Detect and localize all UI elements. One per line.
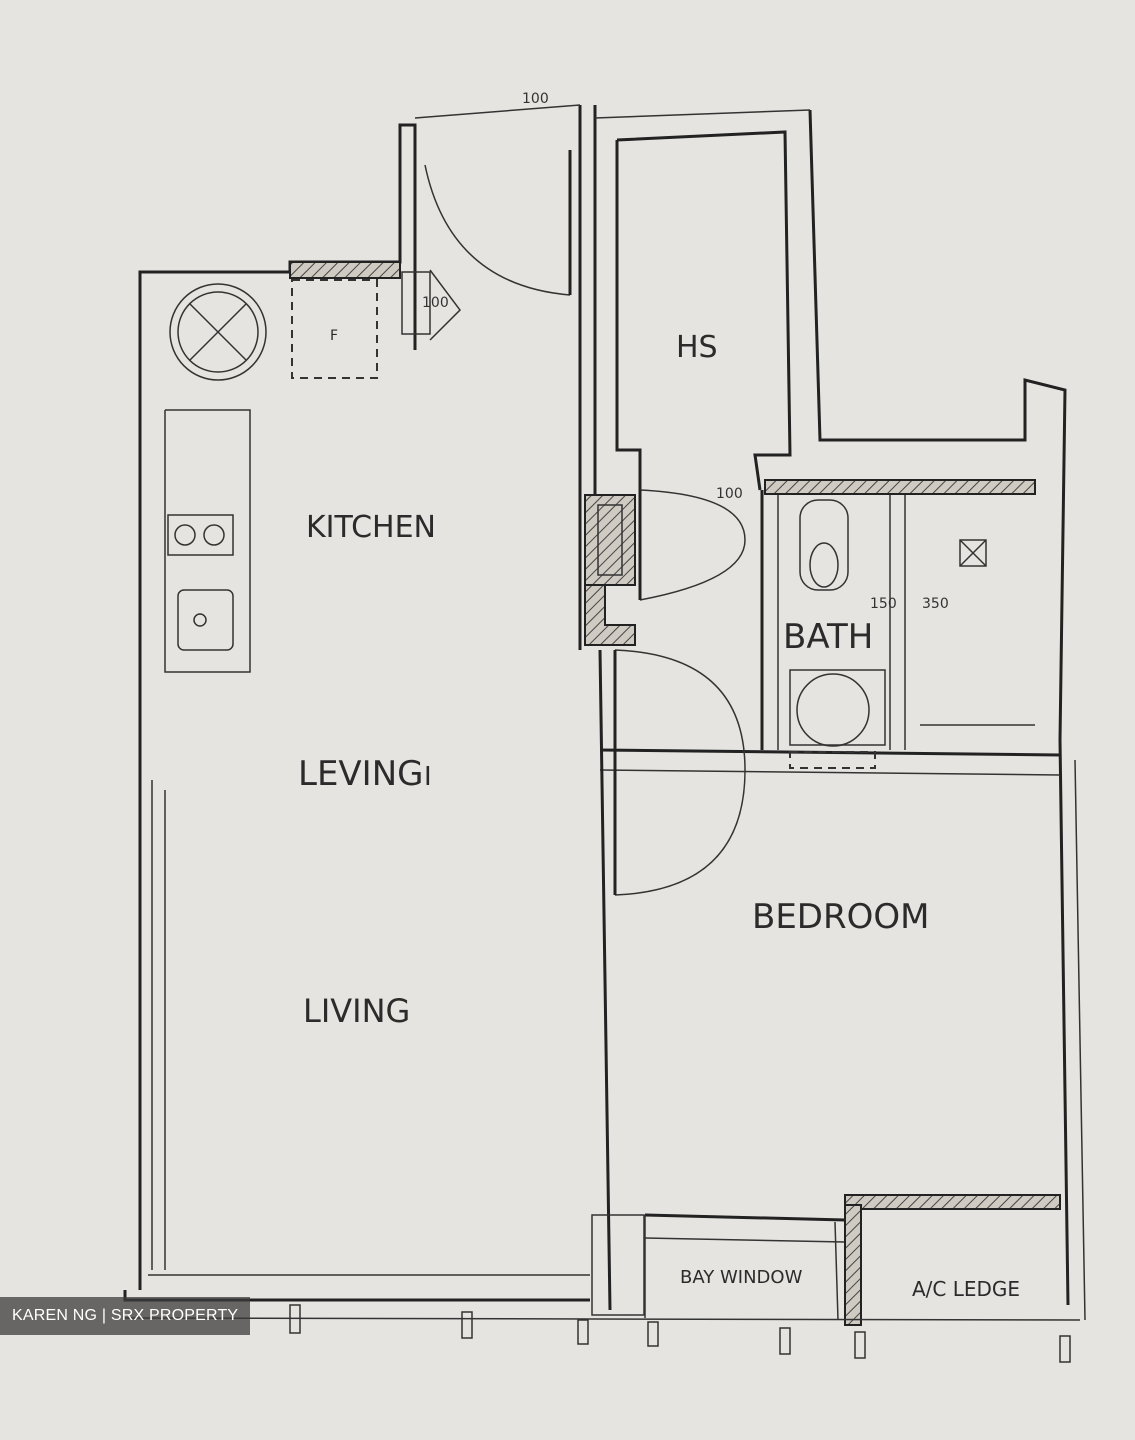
facade <box>124 1304 1081 1363</box>
watermark: KAREN NG | SRX PROPERTY <box>0 1297 251 1335</box>
hs-label: HS <box>676 330 718 365</box>
hs-door <box>638 489 746 601</box>
bay-window-label: BAY WINDOW <box>680 1267 803 1288</box>
partition-wall <box>598 649 612 1311</box>
dim-bath-b: 350 <box>922 596 949 612</box>
outer-walls <box>123 104 1086 1321</box>
hs-room <box>615 130 792 491</box>
living-label: LIVING <box>303 992 410 1030</box>
dim-bath-a: 150 <box>870 596 897 612</box>
kitchen-area <box>151 261 401 1270</box>
dim-door-small: 100 <box>422 295 449 311</box>
living-upper-suffix: I <box>424 762 432 792</box>
bath-label: BATH <box>783 617 873 657</box>
bedroom-door <box>613 649 746 896</box>
bath-area <box>599 479 1061 776</box>
bedroom-label: BEDROOM <box>752 897 929 937</box>
dim-hs-door: 100 <box>716 486 743 502</box>
service-shaft <box>584 494 636 646</box>
ac-ledge-label: A/C LEDGE <box>912 1277 1020 1301</box>
fridge-label: F <box>330 328 338 344</box>
entrance-door <box>401 150 572 341</box>
bay-window-area <box>591 1194 1061 1326</box>
dim-top: 100 <box>522 91 549 107</box>
living-upper-label: LEVING <box>298 754 424 794</box>
kitchen-label: KITCHEN <box>306 510 436 545</box>
